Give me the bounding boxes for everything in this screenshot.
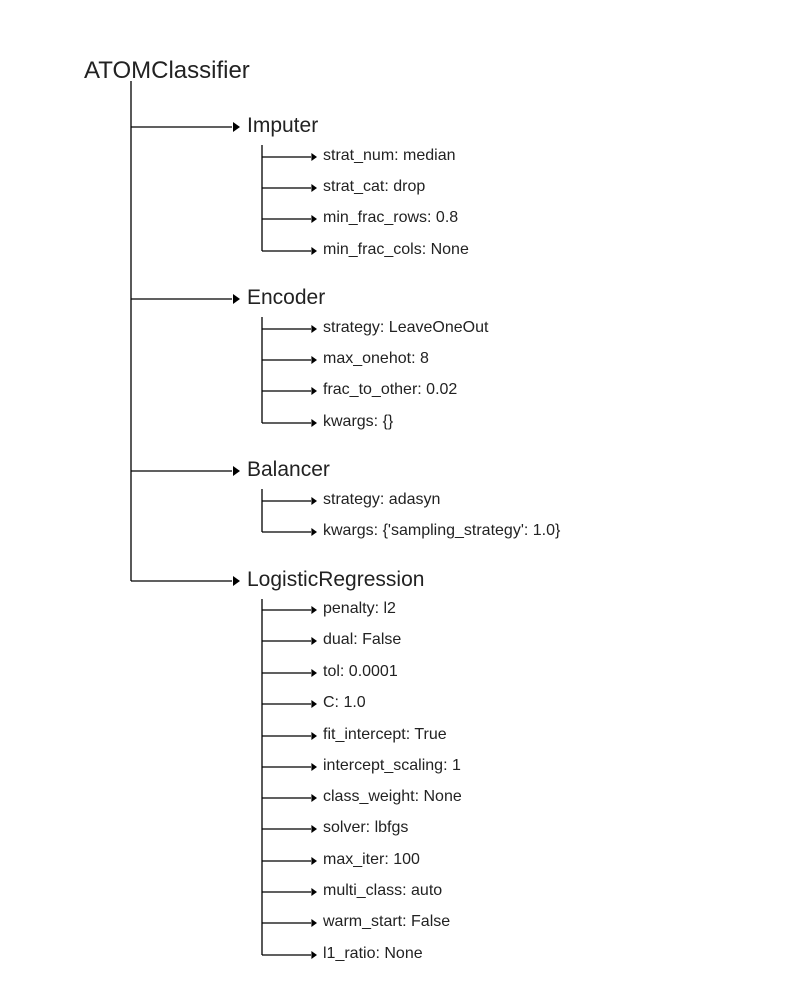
param-node-label: solver: lbfgs: [323, 819, 409, 836]
param-node-label: warm_start: False: [323, 913, 451, 930]
param-arrow-icon: [311, 356, 317, 364]
param-arrow-icon: [311, 732, 317, 740]
step-node-label: Encoder: [247, 286, 326, 309]
param-arrow-icon: [311, 606, 317, 614]
param-arrow-icon: [311, 419, 317, 427]
step-arrow-icon: [233, 122, 240, 132]
param-node-label: penalty: l2: [323, 600, 396, 617]
param-arrow-icon: [311, 497, 317, 505]
param-arrow-icon: [311, 153, 317, 161]
step-node-label: Balancer: [247, 458, 330, 481]
param-node-label: dual: False: [323, 631, 402, 648]
param-node-label: max_iter: 100: [323, 851, 420, 868]
param-node-label: strategy: adasyn: [323, 491, 441, 508]
param-node-label: fit_intercept: True: [323, 726, 447, 743]
param-arrow-icon: [311, 387, 317, 395]
step-arrow-icon: [233, 466, 240, 476]
param-arrow-icon: [311, 325, 317, 333]
param-arrow-icon: [311, 215, 317, 223]
param-arrow-icon: [311, 184, 317, 192]
param-arrow-icon: [311, 637, 317, 645]
param-node-label: l1_ratio: None: [323, 945, 423, 962]
param-arrow-icon: [311, 700, 317, 708]
param-node-label: class_weight: None: [323, 788, 462, 805]
root-node-label: ATOMClassifier: [84, 57, 250, 84]
param-arrow-icon: [311, 951, 317, 959]
param-arrow-icon: [311, 919, 317, 927]
param-node-label: multi_class: auto: [323, 882, 443, 899]
param-node-label: min_frac_rows: 0.8: [323, 209, 459, 226]
param-arrow-icon: [311, 247, 317, 255]
param-node-label: kwargs: {'sampling_strategy': 1.0}: [323, 522, 561, 539]
param-arrow-icon: [311, 825, 317, 833]
param-arrow-icon: [311, 857, 317, 865]
param-node-label: intercept_scaling: 1: [323, 757, 461, 774]
param-arrow-icon: [311, 763, 317, 771]
param-node-label: strat_cat: drop: [323, 178, 426, 195]
param-arrow-icon: [311, 528, 317, 536]
param-arrow-icon: [311, 669, 317, 677]
param-node-label: min_frac_cols: None: [323, 241, 469, 258]
param-arrow-icon: [311, 794, 317, 802]
param-node-label: kwargs: {}: [323, 413, 394, 430]
step-node-label: Imputer: [247, 114, 319, 137]
param-node-label: max_onehot: 8: [323, 350, 429, 367]
step-arrow-icon: [233, 576, 240, 586]
param-node-label: strat_num: median: [323, 147, 456, 164]
param-arrow-icon: [311, 888, 317, 896]
param-node-label: tol: 0.0001: [323, 663, 398, 680]
param-node-label: C: 1.0: [323, 694, 366, 711]
step-node-label: LogisticRegression: [247, 568, 425, 591]
param-node-label: strategy: LeaveOneOut: [323, 319, 489, 336]
param-node-label: frac_to_other: 0.02: [323, 381, 458, 398]
step-arrow-icon: [233, 294, 240, 304]
